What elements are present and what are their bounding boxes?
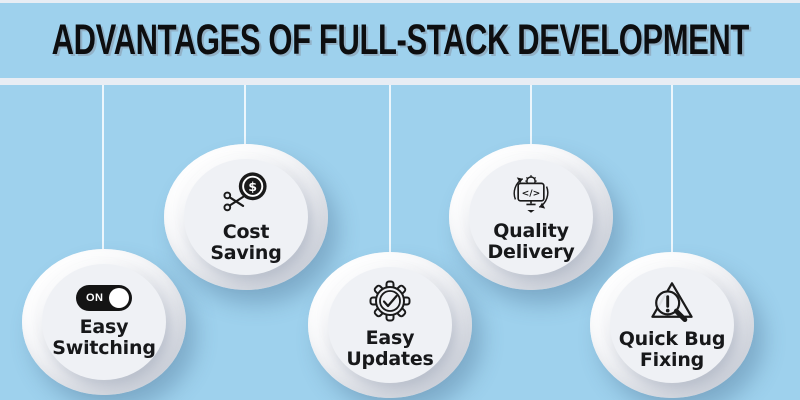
badge-easy-updates: Easy Updates: [308, 252, 472, 398]
badge-label: Easy Switching: [52, 315, 156, 360]
code-symbol: </>: [522, 188, 541, 199]
badge-label-line2: Fixing: [639, 349, 705, 371]
badge-label: Quality Delivery: [487, 219, 575, 264]
badge-label-line1: Quality: [493, 219, 569, 242]
badge-label-line1: Easy: [79, 315, 129, 338]
hanging-string: [530, 85, 532, 148]
toggle-knob: [109, 287, 129, 308]
hanging-string: [244, 85, 246, 148]
hanging-string: [389, 85, 391, 256]
code-window-sync-icon: </>: [513, 174, 549, 213]
badge-label-line2: Saving: [210, 242, 282, 264]
dollar-symbol: $: [248, 179, 257, 194]
coin-scissors-icon: $: [223, 172, 267, 211]
hanging-string: [102, 85, 104, 253]
badge-face: ON Easy Switching: [42, 264, 166, 380]
badge-label-line1: Cost: [222, 220, 270, 243]
page-title: ADVANTAGES OF FULL-STACK DEVELOPMENT: [51, 16, 749, 64]
badge-label: Easy Updates: [346, 326, 434, 371]
badge-quick-bug-fixing: Quick Bug Fixing: [590, 252, 754, 398]
badge-label: Cost Saving: [210, 220, 282, 265]
toggle-on-icon: ON: [76, 284, 132, 311]
badge-cost-saving: $ Cost Saving: [164, 144, 328, 290]
top-border-strip: [0, 0, 800, 3]
badge-face: Easy Updates: [328, 267, 452, 383]
badge-easy-switching: ON Easy Switching: [22, 249, 186, 395]
badge-label-line1: Quick Bug: [618, 327, 726, 350]
header-divider-band: [0, 78, 800, 85]
hanging-string: [671, 85, 673, 256]
gear-check-icon: [369, 280, 411, 322]
badge-label-line2: Switching: [52, 337, 156, 359]
badge-quality-delivery: </> Quality Delivery: [449, 144, 613, 290]
badge-label-line1: Easy: [365, 326, 415, 349]
badge-label-line2: Delivery: [487, 241, 575, 263]
warning-magnifier-icon: [651, 281, 693, 322]
toggle-on-label: ON: [86, 291, 104, 304]
badge-face: </> Quality Delivery: [469, 159, 593, 275]
badge-face: $ Cost Saving: [184, 159, 308, 275]
badge-label-line2: Updates: [346, 348, 434, 370]
badge-face: Quick Bug Fixing: [610, 267, 734, 383]
badge-label: Quick Bug Fixing: [618, 327, 726, 372]
header: ADVANTAGES OF FULL-STACK DEVELOPMENT: [0, 3, 800, 78]
